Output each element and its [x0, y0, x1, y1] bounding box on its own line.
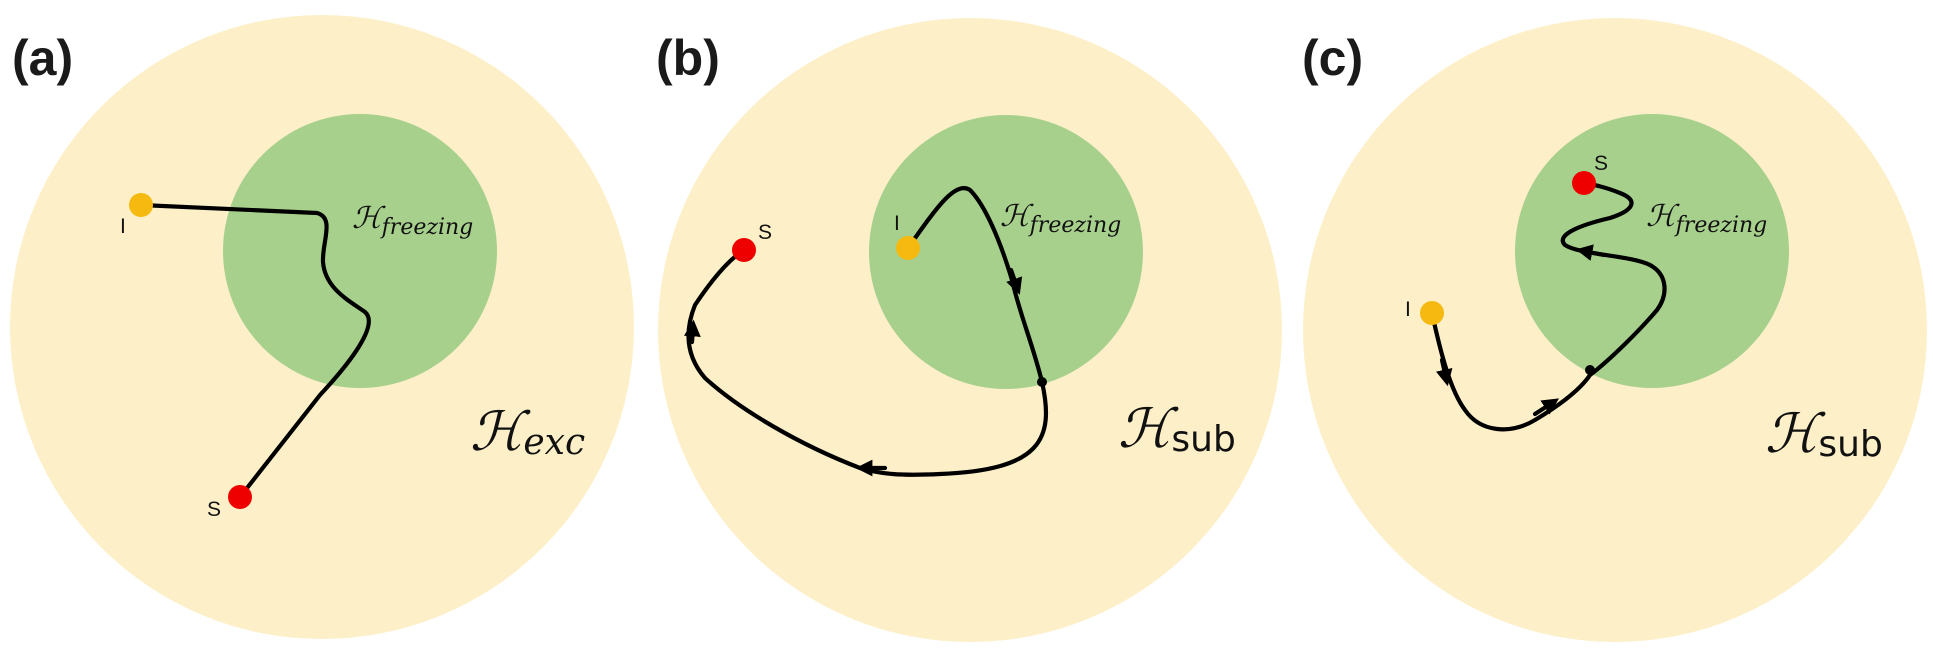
crossing-point [1037, 377, 1047, 387]
direction-arrow [1435, 357, 1453, 387]
initial-point [1420, 301, 1444, 325]
panel-b: (b) I S ℋfreezing ℋsub [656, 18, 1282, 642]
outer-region-subscript: exc [523, 422, 585, 463]
direction-arrow [1532, 398, 1560, 417]
trajectory [138, 202, 371, 500]
outer-region-symbol: ℋ [1118, 397, 1179, 460]
panel-label: (a) [12, 30, 73, 86]
inner-region-subscript: freezing [1674, 213, 1768, 238]
trajectory [686, 186, 1049, 477]
direction-arrow [684, 319, 701, 345]
crossing-point [1585, 365, 1595, 375]
outer-region-label: ℋsub [1118, 397, 1236, 460]
inner-region-label: ℋfreezing [1646, 199, 1767, 238]
inner-region [869, 115, 1143, 389]
inner-region-subscript: freezing [380, 215, 474, 240]
outer-region-label: ℋsub [1765, 402, 1883, 465]
final-point [1572, 171, 1596, 195]
initial-point-label: I [1405, 298, 1411, 321]
inner-region-symbol: ℋ [1000, 199, 1034, 234]
inner-region-label: ℋfreezing [1000, 199, 1121, 238]
trajectory [1429, 180, 1667, 432]
inner-region-symbol: ℋ [1646, 199, 1680, 234]
inner-region [1515, 114, 1789, 388]
outer-region-label: ℋexc [470, 400, 585, 463]
initial-point [896, 236, 920, 260]
panel-c: (c) I S ℋfreezing ℋsub [1302, 18, 1927, 642]
inner-region [223, 114, 497, 388]
direction-arrow [1575, 244, 1607, 261]
outer-region-subscript: sub [1171, 419, 1235, 460]
initial-point [129, 193, 153, 217]
inner-region-symbol: ℋ [352, 201, 386, 236]
panel-a: (a) I S ℋfreezing ℋexc [10, 15, 634, 639]
panel-label: (c) [1302, 30, 1363, 86]
initial-point-label: I [120, 215, 126, 238]
outer-region-symbol: ℋ [470, 400, 531, 463]
outer-region-subscript: sub [1818, 424, 1882, 465]
panel-label: (b) [656, 30, 720, 86]
direction-arrow [1006, 267, 1023, 295]
initial-point-label: I [894, 212, 900, 235]
final-point-label: S [758, 221, 772, 244]
inner-region-subscript: freezing [1028, 213, 1122, 238]
outer-region-symbol: ℋ [1765, 402, 1826, 465]
final-point [228, 485, 252, 509]
final-point-label: S [1594, 152, 1608, 175]
inner-region-label: ℋfreezing [352, 201, 473, 240]
final-point-label: S [207, 498, 221, 521]
final-point [732, 238, 756, 262]
